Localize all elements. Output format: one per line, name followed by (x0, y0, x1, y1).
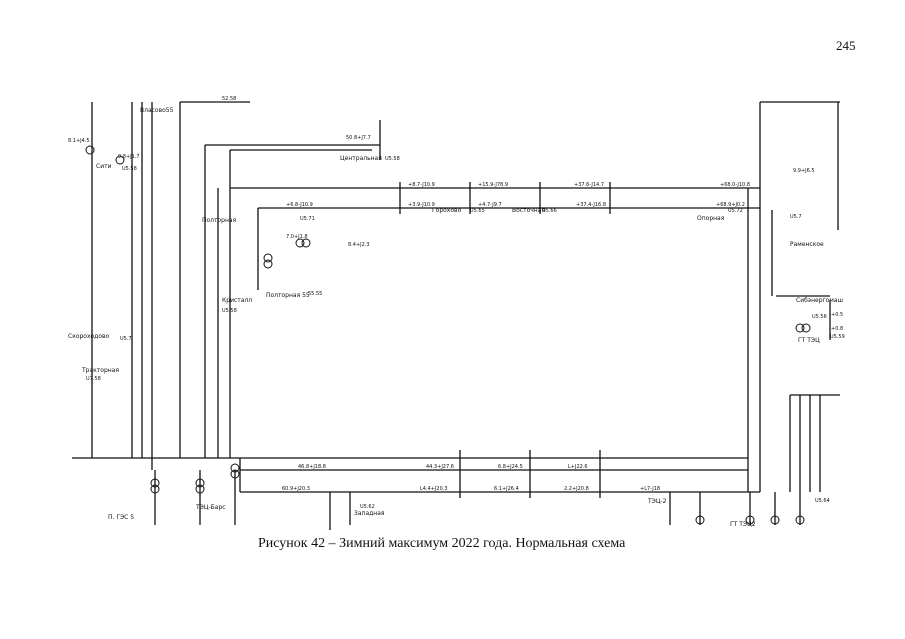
flow-labels: 50.8+J7.7 +8.7-J10.9 +15.9-J78.9 +37.6-J… (68, 135, 843, 492)
node-label-gorokhovo: Горохово (432, 207, 462, 214)
node-label-zapadnaya: Западная (354, 510, 385, 517)
flow-label: +37.6-J14.7 (574, 182, 604, 188)
node-label-tecz-2: ТЭЦ-2 (647, 498, 667, 505)
node-value-poltornaya55: 55.55 (308, 291, 322, 297)
flow-label: 7.0+J1.8 (286, 234, 308, 240)
flow-label: 9.9+J6.5 (793, 168, 815, 174)
node-value-ramenskoe: U5.7 (790, 214, 802, 220)
node-label-opornaya: Опорная (697, 215, 725, 222)
flow-label: L4.4+J20.3 (420, 486, 448, 492)
node-label-siti: Сити (96, 163, 112, 170)
node-value-zapadnaya: U5.62 (360, 504, 375, 510)
node-value-vlasovo: 52.58 (222, 96, 236, 102)
flow-label: 60.9+J20.3 (282, 486, 310, 492)
node-label-vlasovo: Власово55 (140, 107, 174, 114)
node-value-vostochnaya: U5.66 (542, 208, 557, 214)
node-label-gt-tec: ГТ ТЭЦ (798, 337, 820, 344)
flow-label: +3.9-J10.9 (408, 202, 435, 208)
node-label-centralnaya: Центральная (340, 155, 382, 162)
node-label-tes-bars: ТЭЦ-Барс (195, 504, 226, 511)
flow-label: 6.1+J26.4 (494, 486, 519, 492)
flow-label: L+J22.6 (568, 464, 588, 470)
node-label-poltornaya: Полторная (202, 217, 237, 224)
node-label-sibenergomash: Сибэнергомаш (796, 297, 843, 304)
flow-label: +0.8 (831, 326, 843, 332)
flow-label: +37.4-J16.8 (576, 202, 606, 208)
node-value-centralnaya: U5.58 (385, 156, 400, 162)
flow-label: 8.1+J4.5 (68, 138, 90, 144)
node-label-p-gres-5: П. ГЭС 5 (108, 514, 134, 521)
flow-label: +68.0-J10.8 (720, 182, 750, 188)
node-value-gt-tec2: U5.64 (815, 498, 830, 504)
node-value-siti: U5.58 (122, 166, 137, 172)
flow-label: +4.7-J9.7 (478, 202, 502, 208)
node-value-skorokhodovo: U5.7 (120, 336, 132, 342)
node-value-gorokhovo: U5.65 (470, 208, 485, 214)
flow-label: 44.3+J27.6 (426, 464, 454, 470)
node-label-gt-tec2: ГТ ТЭЦ2 (730, 521, 756, 528)
node-labels: Центральная U5.58 Полторная U5.71 Горохо… (68, 96, 845, 528)
page-number: 245 (836, 38, 856, 53)
node-value-poltornaya: U5.71 (300, 216, 315, 222)
flow-label: 2.2+J20.8 (564, 486, 589, 492)
node-label-poltornaya55: Полторная 55 (266, 292, 310, 299)
flow-label: 50.8+J7.7 (346, 135, 371, 141)
flow-label: +6.8-J10.9 (286, 202, 313, 208)
figure-caption: Рисунок 42 – Зимний максимум 2022 года. … (258, 536, 626, 551)
flow-label: 8.4+J2.3 (348, 242, 370, 248)
node-label-vostochnaya: Восточная (512, 207, 545, 214)
flow-label: +15.9-J78.9 (478, 182, 508, 188)
flow-label: 9.8+J1.7 (118, 154, 140, 160)
transformer-symbols (85, 145, 811, 525)
flow-label: 6.8+J24.5 (498, 464, 523, 470)
node-value-gt-tec: U5.59 (830, 334, 845, 340)
node-label-ramenskoe: Раменское (790, 241, 824, 248)
flow-label: +68.9+J0.2 (716, 202, 745, 208)
node-label-traktornaya: Тракторная (81, 367, 119, 374)
flow-label: 46.8+J18.8 (298, 464, 326, 470)
flow-label: +8.7-J10.9 (408, 182, 435, 188)
flow-label: +L7-J18 (640, 486, 660, 492)
node-value-traktornaya: U7.58 (86, 376, 101, 382)
flow-label: +0.5 (831, 312, 843, 318)
node-label-skorokhodovo: Скороходово (68, 333, 110, 340)
node-value-kristall: U5.58 (222, 308, 237, 314)
node-value-opornaya: U5.72 (728, 208, 743, 214)
node-label-kristall: Кристалл (222, 297, 252, 304)
node-value-sibenergomash: U5.56 (812, 314, 827, 320)
